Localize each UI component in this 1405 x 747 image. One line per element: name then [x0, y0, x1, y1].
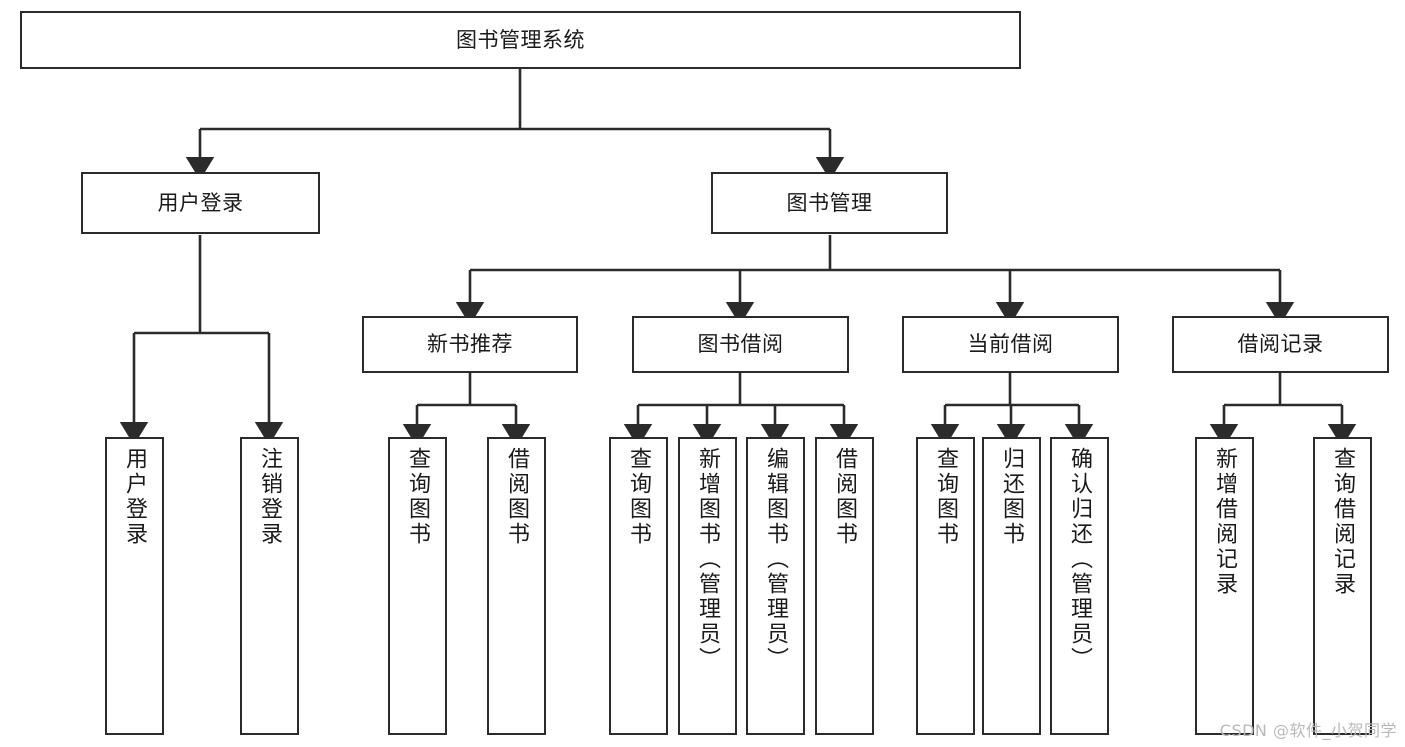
leaf-current-borrow-query[interactable]: 查询图书	[916, 437, 975, 735]
node-root[interactable]: 图书管理系统	[20, 11, 1021, 69]
csdn-watermark: CSDN @软件_小贺同学	[1219, 721, 1397, 740]
leaf-user-login-logout[interactable]: 注销登录	[240, 437, 299, 735]
leaf-current-borrow-confirm-label: 确认归还（管理员）	[1067, 447, 1093, 672]
leaf-book-borrow-borrow[interactable]: 借阅图书	[815, 437, 874, 735]
leaf-current-borrow-return[interactable]: 归还图书	[982, 437, 1041, 735]
leaf-current-borrow-confirm[interactable]: 确认归还（管理员）	[1050, 437, 1109, 735]
leaf-new-book-borrow-label: 借阅图书	[504, 447, 530, 547]
leaf-borrow-record-query[interactable]: 查询借阅记录	[1313, 437, 1372, 735]
node-user-login[interactable]: 用户登录	[81, 172, 320, 234]
leaf-book-borrow-edit-label: 编辑图书（管理员）	[763, 447, 789, 672]
leaf-new-book-borrow[interactable]: 借阅图书	[487, 437, 546, 735]
leaf-book-borrow-add[interactable]: 新增图书（管理员）	[678, 437, 737, 735]
leaf-borrow-record-add-label: 新增借阅记录	[1212, 447, 1238, 597]
leaf-borrow-record-add[interactable]: 新增借阅记录	[1195, 437, 1254, 735]
leaf-current-borrow-query-label: 查询图书	[933, 447, 959, 547]
leaf-user-login-login[interactable]: 用户登录	[105, 437, 164, 735]
leaf-book-borrow-query[interactable]: 查询图书	[609, 437, 668, 735]
node-new-book-recommend-label: 新书推荐	[427, 332, 513, 357]
node-book-management-label: 图书管理	[786, 190, 873, 215]
leaf-current-borrow-return-label: 归还图书	[999, 447, 1025, 547]
leaf-book-borrow-edit[interactable]: 编辑图书（管理员）	[746, 437, 805, 735]
node-book-management[interactable]: 图书管理	[711, 172, 948, 234]
leaf-book-borrow-query-label: 查询图书	[626, 447, 652, 547]
leaf-new-book-query-label: 查询图书	[405, 447, 431, 547]
node-borrow-record[interactable]: 借阅记录	[1172, 316, 1389, 373]
leaf-book-borrow-borrow-label: 借阅图书	[832, 447, 858, 547]
node-current-borrow-label: 当前借阅	[967, 332, 1054, 357]
leaf-borrow-record-query-label: 查询借阅记录	[1330, 447, 1356, 597]
node-current-borrow[interactable]: 当前借阅	[902, 316, 1119, 373]
node-root-label: 图书管理系统	[456, 27, 585, 52]
leaf-new-book-query[interactable]: 查询图书	[388, 437, 447, 735]
leaf-user-login-login-label: 用户登录	[122, 447, 148, 547]
node-book-borrow-label: 图书借阅	[697, 332, 784, 357]
node-new-book-recommend[interactable]: 新书推荐	[362, 316, 578, 373]
node-user-login-label: 用户登录	[157, 190, 244, 215]
node-borrow-record-label: 借阅记录	[1237, 332, 1324, 357]
leaf-book-borrow-add-label: 新增图书（管理员）	[695, 447, 721, 672]
leaf-user-login-logout-label: 注销登录	[257, 447, 283, 547]
node-book-borrow[interactable]: 图书借阅	[632, 316, 849, 373]
